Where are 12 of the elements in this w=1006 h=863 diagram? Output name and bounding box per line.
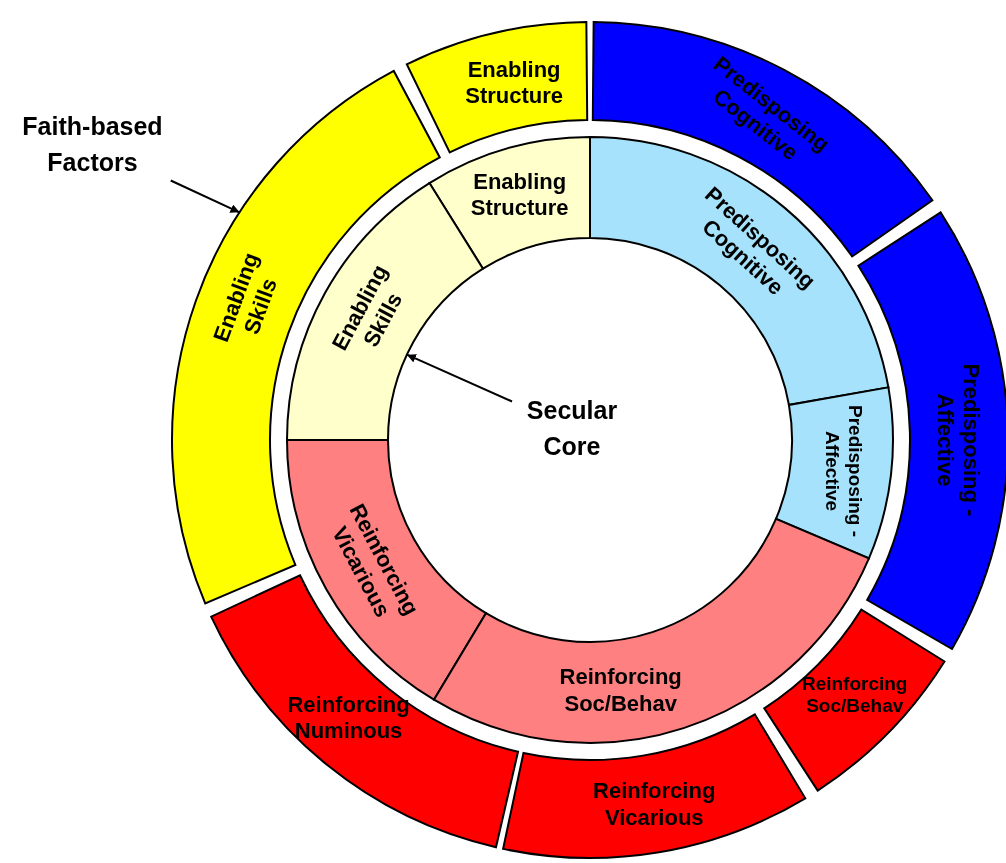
segment-label: Enabling Structure: [469, 168, 570, 222]
segment-label: Predisposing - Affective: [932, 362, 985, 519]
segment-label: Reinforcing Numinous: [286, 691, 411, 745]
segment-label: Reinforcing Vicarious: [592, 778, 717, 831]
segment-label: Enabling Structure: [464, 56, 564, 110]
callout-text: Faith-based Factors: [10, 108, 175, 181]
segment-label: Reinforcing Soc/Behav: [558, 663, 683, 717]
arrow: [169, 179, 241, 214]
segment-label: Reinforcing Soc/Behav: [800, 672, 909, 719]
segment-label: Predisposing - Affective: [821, 404, 866, 540]
arrow: [405, 353, 513, 403]
callout-text: Secular Core: [512, 392, 632, 465]
